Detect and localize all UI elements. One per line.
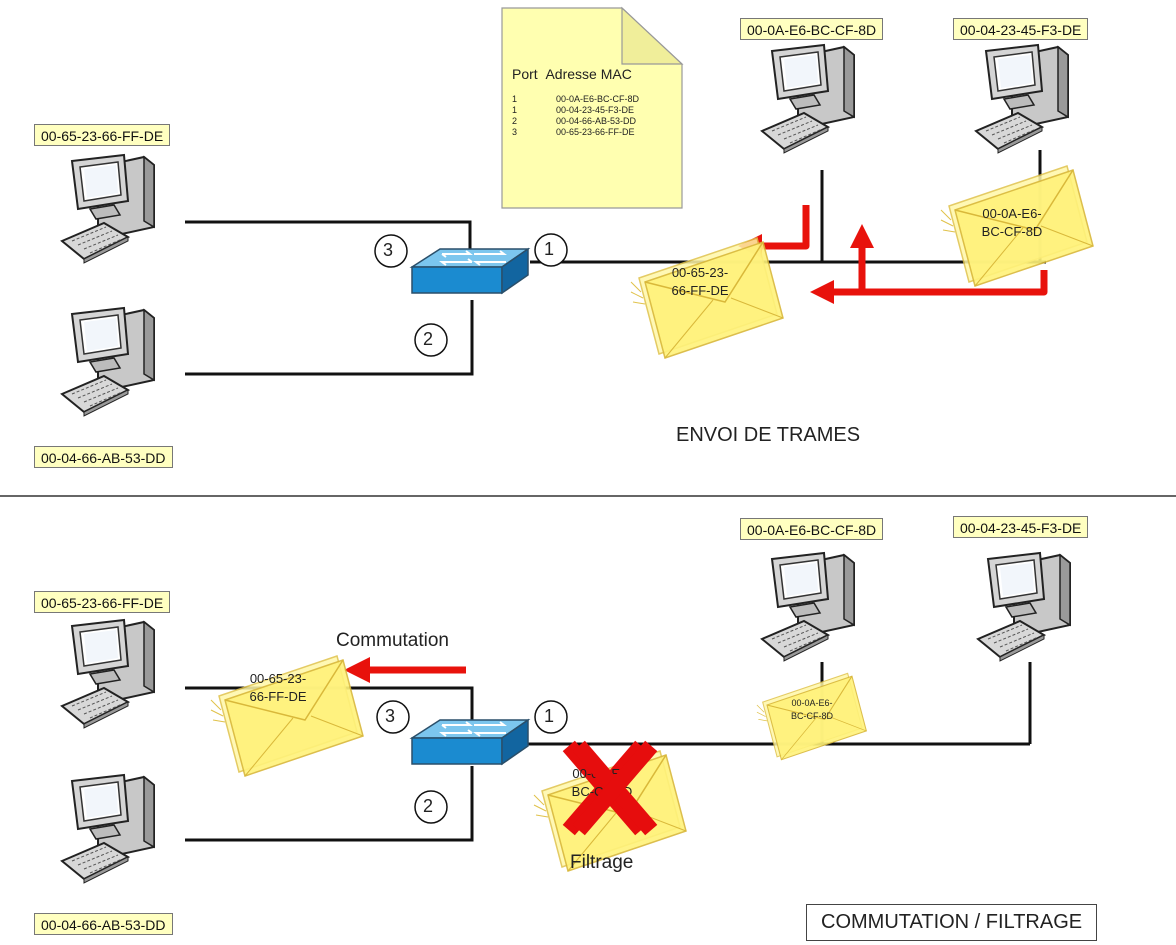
host-mac-label: 00-04-66-AB-53-DD — [34, 446, 173, 468]
computer-icon — [977, 552, 1071, 662]
mac-table-note — [501, 6, 684, 209]
computer-icon — [761, 44, 855, 154]
mac-table-port-header: Port — [512, 66, 538, 82]
mac-table-mac-header: Adresse MAC — [545, 66, 632, 82]
frame-label: 00-0A-E6-BC-CF-8D — [981, 206, 1043, 239]
frame-label: 00-0A-E6-BC-CF-8D — [791, 698, 833, 721]
host-mac-label: 00-65-23-66-FF-DE — [34, 591, 171, 613]
computer-icon — [761, 552, 855, 662]
host-mac-label: 00-04-66-AB-53-DD — [34, 913, 173, 935]
port-number: 1 — [544, 706, 555, 726]
section-title: COMMUTATION / FILTRAGE — [806, 904, 1098, 941]
computer-icon — [975, 44, 1069, 154]
frame-label: 00-65-23-66-FF-DE — [671, 265, 729, 298]
switch-icon — [411, 719, 529, 765]
host-mac-label: 00-0A-E6-BC-CF-8D — [740, 518, 884, 540]
arrow-icon — [758, 205, 1048, 296]
port-number: 2 — [423, 796, 434, 816]
section-title: ENVOI DE TRAMES — [676, 424, 861, 446]
computer-icon — [61, 774, 155, 884]
port-number: 3 — [383, 240, 394, 260]
filtrage-label: Filtrage — [570, 852, 634, 873]
frame-label: 00-65-23-66-FF-DE — [249, 671, 307, 704]
computer-icon — [61, 154, 155, 264]
host-mac-label: 00-65-23-66-FF-DE — [34, 124, 171, 146]
port-number: 2 — [423, 329, 434, 349]
port-number: 1 — [544, 239, 555, 259]
arrow-icon — [344, 657, 466, 683]
port-circles — [376, 700, 568, 824]
computer-icon — [61, 307, 155, 417]
port-circles — [374, 233, 568, 357]
computer-icon — [61, 619, 155, 729]
host-mac-label: 00-04-23-45-F3-DE — [953, 18, 1089, 40]
host-mac-label: 00-0A-E6-BC-CF-8D — [740, 18, 884, 40]
frame-label: 00-0A-E6-BC-CF-8D — [571, 766, 633, 799]
port-number: 3 — [385, 706, 396, 726]
host-mac-label: 00-04-23-45-F3-DE — [953, 516, 1089, 538]
commutation-label: Commutation — [336, 630, 449, 651]
switch-icon — [411, 248, 529, 294]
